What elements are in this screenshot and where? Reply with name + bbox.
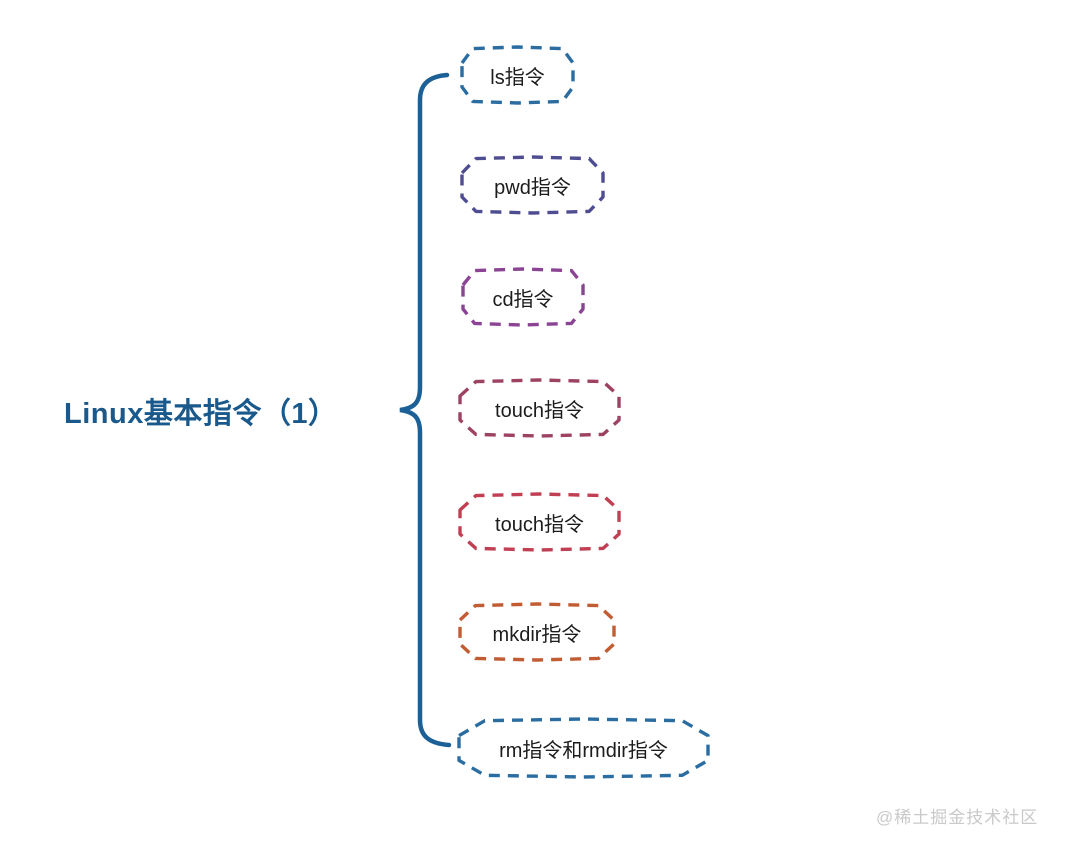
- dashed-hexagon-outline: [458, 492, 621, 552]
- mindmap-node-mkdir[interactable]: mkdir指令: [458, 602, 616, 662]
- node-label: rm指令和rmdir指令: [499, 739, 668, 762]
- dashed-hexagon-outline: [457, 717, 710, 779]
- dashed-hexagon-outline: [458, 602, 616, 662]
- node-label: touch指令: [495, 399, 584, 422]
- mindmap-node-cd[interactable]: cd指令: [461, 267, 585, 327]
- node-label: mkdir指令: [492, 623, 582, 646]
- brace-connector: [399, 72, 452, 748]
- dashed-hexagon-outline: [458, 378, 621, 438]
- dashed-hexagon-outline: [460, 45, 575, 105]
- mindmap-node-rm-rmdir[interactable]: rm指令和rmdir指令: [457, 717, 710, 779]
- mindmap-node-pwd[interactable]: pwd指令: [460, 155, 605, 215]
- root-node-label[interactable]: Linux基本指令（1）: [64, 398, 338, 430]
- node-label: touch指令: [495, 513, 584, 536]
- node-label: pwd指令: [494, 176, 571, 199]
- watermark-text: @稀土掘金技术社区: [876, 808, 1039, 827]
- mindmap-node-ls[interactable]: ls指令: [460, 45, 575, 105]
- dashed-hexagon-outline: [460, 155, 605, 215]
- mindmap-node-touch-2[interactable]: touch指令: [458, 492, 621, 552]
- mindmap-node-touch-1[interactable]: touch指令: [458, 378, 621, 438]
- node-label: cd指令: [492, 288, 554, 311]
- dashed-hexagon-outline: [461, 267, 585, 327]
- node-label: ls指令: [490, 66, 545, 89]
